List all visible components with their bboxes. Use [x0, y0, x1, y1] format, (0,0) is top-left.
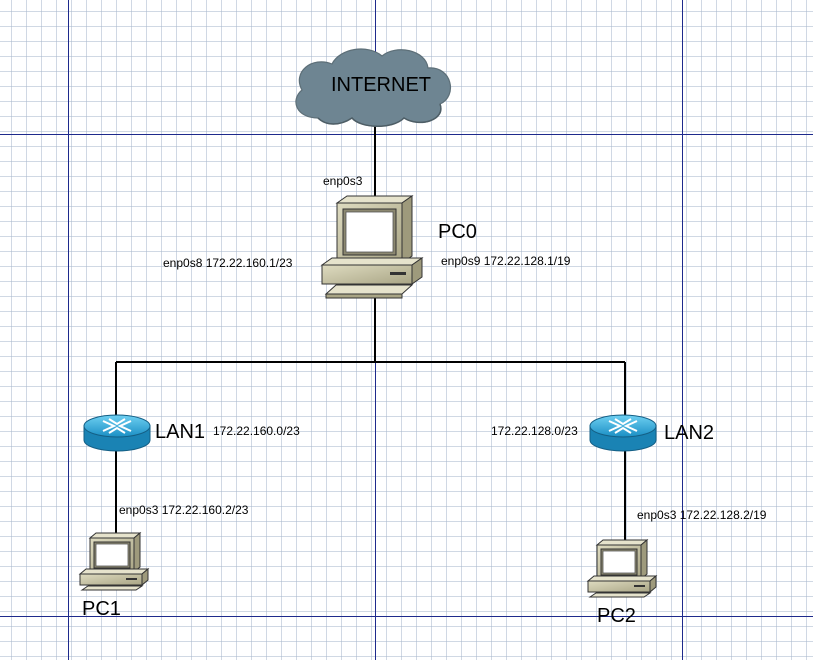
lan2-name: LAN2	[664, 422, 715, 444]
internet-label: INTERNET	[331, 74, 431, 96]
pc1-name: PC1	[82, 598, 121, 620]
pc2-name: PC2	[597, 605, 636, 627]
page-boundary-h1	[0, 134, 813, 135]
page-boundary-v1	[68, 0, 69, 660]
pc1-computer-icon[interactable]	[78, 531, 150, 591]
lan1-name: LAN1	[155, 421, 206, 443]
lan1-network: 172.22.160.0/23	[213, 424, 300, 438]
pc0-computer-icon[interactable]	[320, 195, 424, 299]
pc0-interface-right: enp0s9 172.22.128.1/19	[441, 254, 571, 268]
pc2-computer-icon[interactable]	[586, 538, 658, 598]
pc2-interface: enp0s3 172.22.128.2/19	[637, 508, 767, 522]
pc0-interface-top: enp0s3	[323, 174, 363, 188]
lan2-network: 172.22.128.0/23	[491, 424, 578, 438]
lan2-router-icon[interactable]	[589, 414, 657, 452]
pc0-interface-left: enp0s8 172.22.160.1/23	[163, 256, 293, 270]
pc1-interface: enp0s3 172.22.160.2/23	[119, 503, 249, 517]
page-boundary-v3	[682, 0, 683, 660]
internet-cloud-icon[interactable]	[295, 48, 451, 127]
links	[115, 122, 626, 540]
page-boundary-h2	[0, 616, 813, 617]
lan1-router-icon[interactable]	[83, 414, 151, 452]
pc0-name: PC0	[438, 221, 477, 243]
